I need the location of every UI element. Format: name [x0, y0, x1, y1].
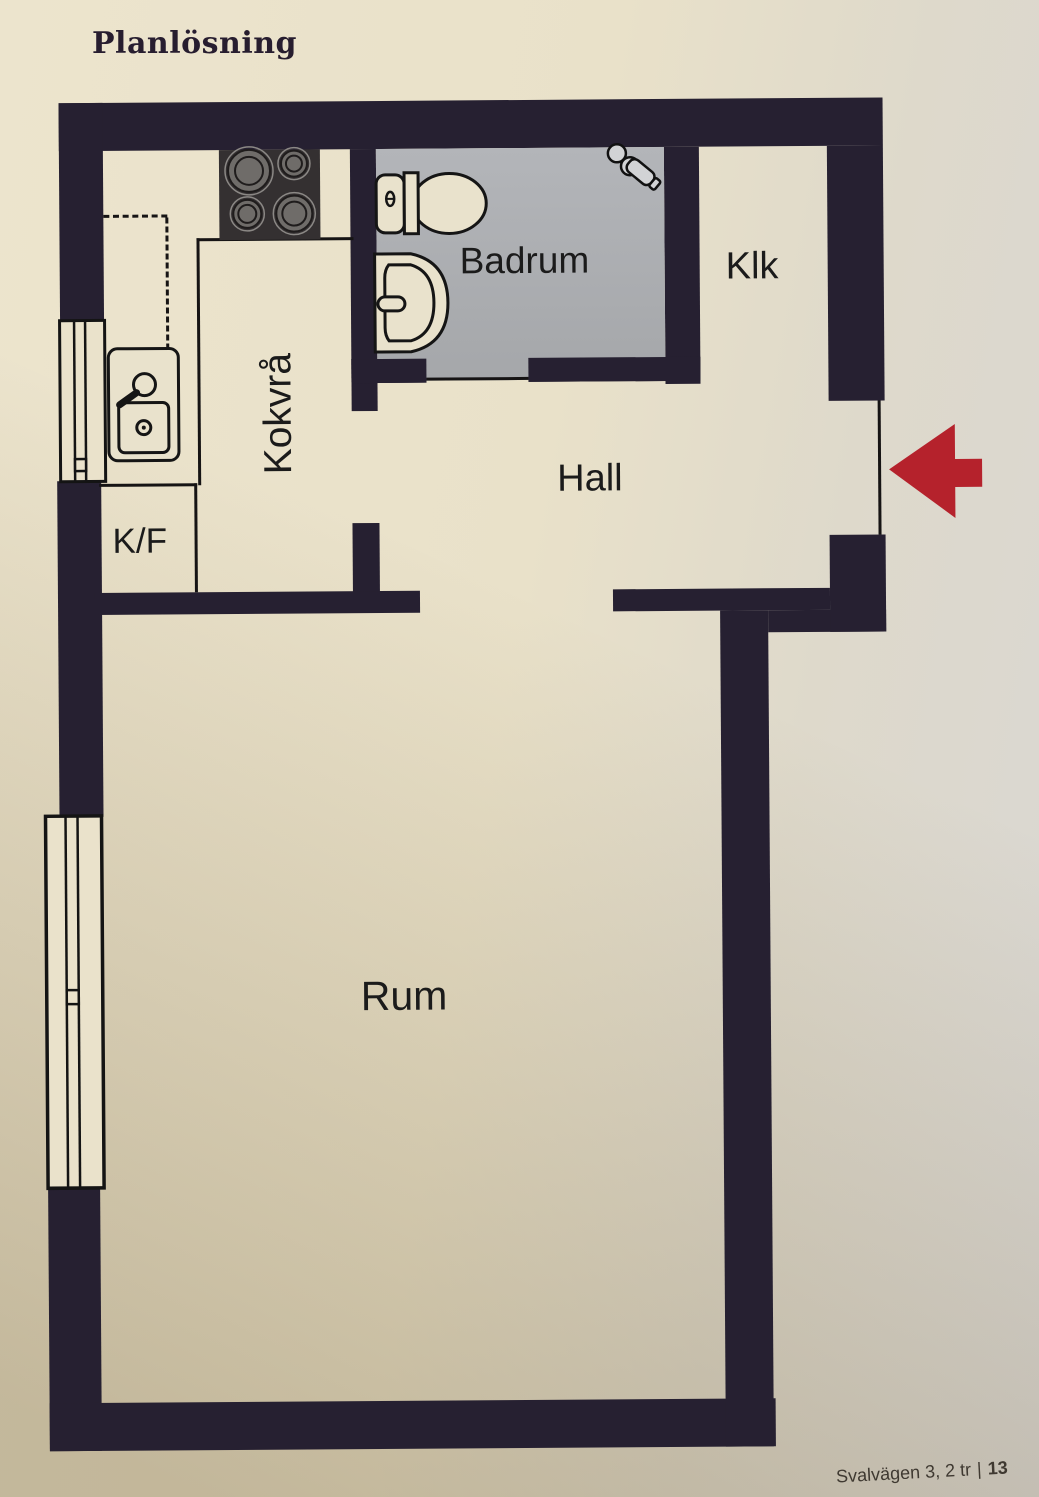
cabinet-dashed-line-v — [165, 217, 170, 350]
room-label-badrum: Badrum — [459, 239, 590, 282]
wall-top — [58, 97, 883, 152]
room-label-hall: Hall — [557, 457, 623, 500]
cabinet-dashed-line-h — [103, 214, 168, 218]
wall-bathroom-klk — [663, 146, 701, 384]
wall-bathroom-bottom-right-over — [528, 356, 701, 382]
bathroom-sink-icon — [373, 252, 450, 354]
wall-left-upper — [58, 102, 105, 324]
wall-kitchen-hall-stub — [352, 522, 380, 594]
wall-bathroom-bottom-left-over — [351, 358, 427, 384]
stove-icon — [218, 146, 321, 241]
kitchen-sink-icon — [106, 346, 181, 463]
entrance-arrow-icon — [889, 423, 983, 518]
page-title: Planlösning — [92, 26, 297, 61]
footer-separator: | — [976, 1458, 983, 1480]
wall-room-right — [720, 610, 774, 1447]
wall-right-below-entry — [829, 534, 887, 632]
wall-hall-bottom — [612, 587, 831, 612]
room-label-kokvra: Kokvrå — [256, 352, 301, 475]
room-label-rum: Rum — [360, 972, 448, 1020]
bathroom-door-threshold — [426, 376, 529, 381]
room-label-klk: Klk — [725, 245, 779, 288]
wall-kitchen-bottom — [94, 590, 421, 615]
wall-klk-right — [826, 145, 885, 401]
shower-icon — [606, 143, 662, 191]
wall-left-middle — [57, 480, 104, 818]
toilet-icon — [374, 171, 488, 236]
wall-bottom — [49, 1398, 776, 1452]
room-window-icon — [43, 814, 106, 1191]
entry-threshold — [877, 400, 882, 535]
counter-edge-left — [196, 238, 202, 486]
footer-page-number: 13 — [987, 1457, 1009, 1479]
room-label-kf: K/F — [112, 521, 168, 561]
kitchen-window-icon — [58, 318, 108, 484]
